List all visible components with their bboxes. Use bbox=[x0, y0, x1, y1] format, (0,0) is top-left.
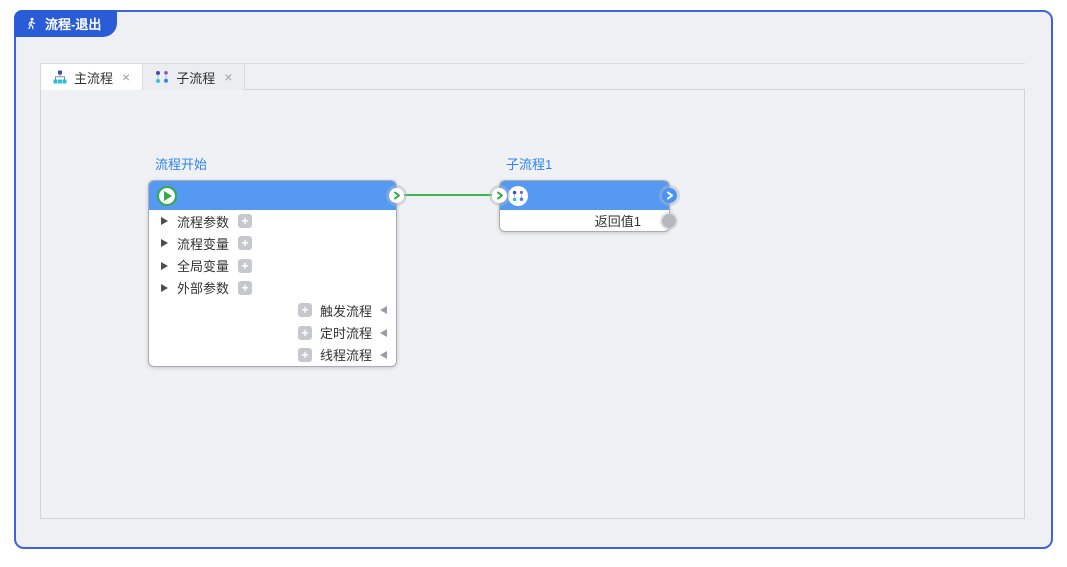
expand-arrow-icon[interactable] bbox=[161, 283, 168, 292]
row-global-vars[interactable]: 全局变量 + bbox=[149, 255, 396, 277]
node-title-start: 流程开始 bbox=[155, 157, 208, 172]
add-icon[interactable]: + bbox=[238, 236, 253, 251]
flow-title-badge: 流程-退出 bbox=[14, 10, 118, 37]
tab-main-flow[interactable]: 主流程 × bbox=[40, 64, 144, 90]
subflow-dots-icon bbox=[508, 185, 528, 206]
row-timed-flow[interactable]: + 定时流程 bbox=[149, 321, 396, 343]
add-icon[interactable]: + bbox=[297, 303, 312, 318]
flow-canvas[interactable]: 流程开始 流程参数 + bbox=[40, 89, 1025, 519]
add-icon[interactable]: + bbox=[297, 325, 312, 340]
collapse-arrow-icon[interactable] bbox=[380, 328, 387, 337]
row-label: 流程变量 bbox=[177, 236, 230, 252]
subflow-dots-icon bbox=[155, 70, 169, 84]
row-trigger-flow[interactable]: + 触发流程 bbox=[149, 299, 396, 321]
row-label: 定时流程 bbox=[319, 326, 372, 342]
row-label: 流程参数 bbox=[177, 214, 230, 230]
add-icon[interactable]: + bbox=[238, 258, 253, 273]
row-label: 全局变量 bbox=[177, 259, 230, 275]
tab-label: 主流程 bbox=[74, 70, 114, 86]
tab-label: 子流程 bbox=[176, 70, 216, 86]
node-rows: 流程参数 + 流程变量 + 全局变量 + 外部参数 + bbox=[149, 210, 396, 366]
row-flow-params[interactable]: 流程参数 + bbox=[149, 210, 396, 232]
collapse-arrow-icon[interactable] bbox=[380, 350, 387, 359]
output-port[interactable] bbox=[662, 188, 677, 203]
flow-title-label: 流程-退出 bbox=[45, 17, 102, 32]
tab-sub-flow[interactable]: 子流程 × bbox=[143, 64, 246, 90]
input-port[interactable] bbox=[492, 188, 507, 203]
close-icon[interactable]: × bbox=[224, 69, 233, 85]
node-header[interactable] bbox=[149, 181, 404, 210]
close-icon[interactable]: × bbox=[122, 69, 131, 85]
add-icon[interactable]: + bbox=[238, 280, 253, 295]
org-chart-icon bbox=[53, 70, 67, 84]
output-port[interactable] bbox=[389, 188, 404, 203]
return-value-port[interactable] bbox=[662, 213, 676, 228]
expand-arrow-icon[interactable] bbox=[161, 239, 168, 248]
row-label: 触发流程 bbox=[319, 303, 372, 319]
node-title-subflow: 子流程1 bbox=[506, 157, 553, 172]
app-frame: 流程-退出 主流程 × bbox=[14, 10, 1053, 549]
node-subflow-1[interactable]: 返回值1 bbox=[492, 180, 677, 232]
expand-arrow-icon[interactable] bbox=[161, 217, 168, 226]
tab-strip: 主流程 × 子流程 × bbox=[40, 63, 1025, 90]
play-icon bbox=[157, 185, 177, 206]
collapse-arrow-icon[interactable] bbox=[380, 306, 387, 315]
walking-person-icon bbox=[25, 17, 38, 31]
row-thread-flow[interactable]: + 线程流程 bbox=[149, 344, 396, 366]
add-icon[interactable]: + bbox=[297, 347, 312, 362]
node-header[interactable] bbox=[492, 181, 677, 210]
flow-connection-line[interactable] bbox=[397, 194, 500, 196]
add-icon[interactable]: + bbox=[238, 214, 253, 229]
row-label: 线程流程 bbox=[319, 348, 372, 364]
row-label: 返回值1 bbox=[594, 214, 641, 229]
expand-arrow-icon[interactable] bbox=[161, 261, 168, 270]
row-flow-vars[interactable]: 流程变量 + bbox=[149, 232, 396, 254]
row-label: 外部参数 bbox=[177, 281, 230, 297]
row-external-params[interactable]: 外部参数 + bbox=[149, 277, 396, 299]
node-flow-start[interactable]: 流程参数 + 流程变量 + 全局变量 + 外部参数 + bbox=[148, 180, 404, 367]
row-return-value[interactable]: 返回值1 bbox=[500, 210, 676, 231]
